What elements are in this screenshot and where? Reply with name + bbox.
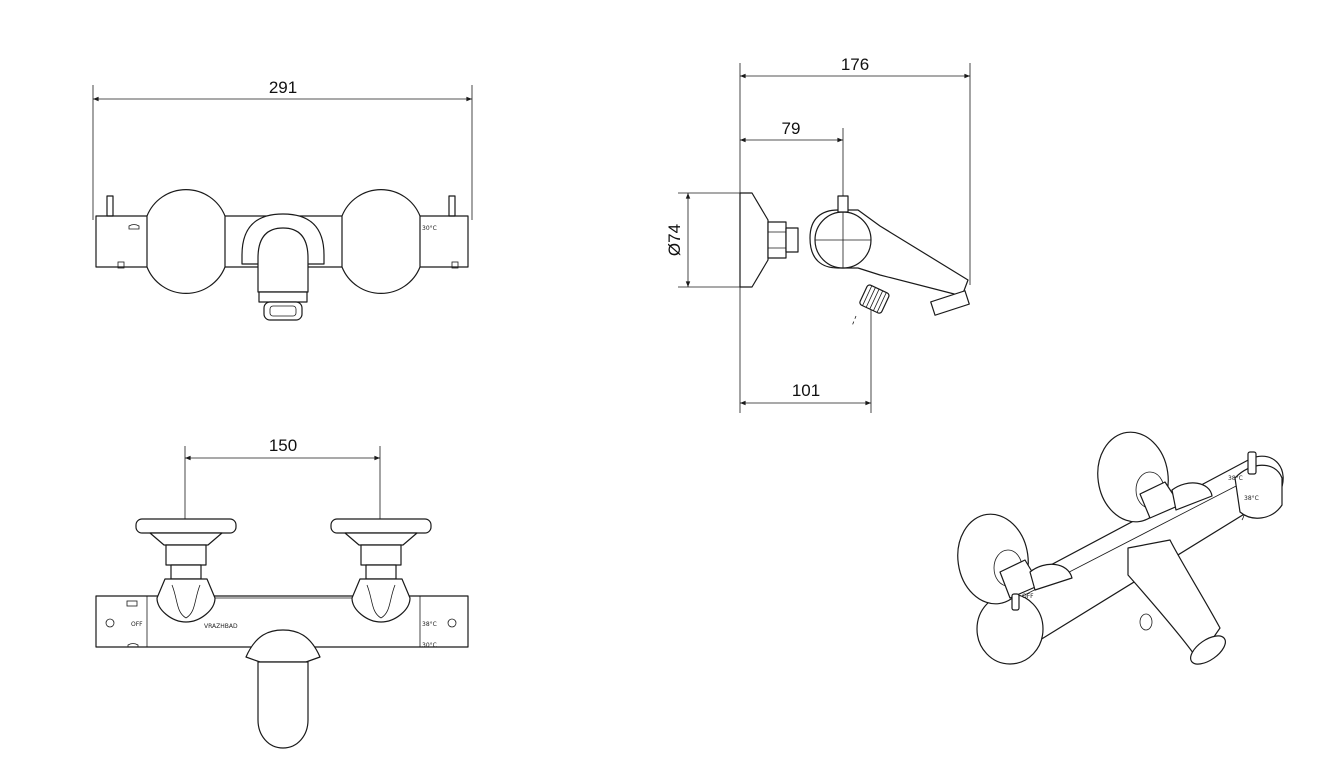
side-view: 176 79 Ø74 101	[665, 55, 971, 413]
iso-temp-1: 38°C	[1228, 475, 1243, 482]
dim-label-150: 150	[269, 436, 297, 455]
dimension-side-101: 101	[740, 300, 872, 413]
dimension-bottom-150: 150	[184, 436, 381, 560]
pin-right	[448, 195, 456, 217]
spout-bottom	[257, 661, 309, 749]
isometric-view: 38°C 38°C OFF	[957, 431, 1284, 665]
temp-mark-front: 30°C	[422, 225, 437, 232]
dimension-front-width: 291	[92, 78, 473, 220]
screw-left	[105, 618, 115, 628]
bath-icon	[126, 600, 138, 607]
wall-connector-left	[135, 518, 237, 623]
spout-aerator	[263, 301, 303, 321]
bottom-view: 150	[95, 436, 469, 749]
shower-icon	[128, 224, 140, 230]
iso-off: OFF	[1022, 593, 1034, 600]
iso-end-cap	[976, 593, 1044, 665]
off-label: OFF	[131, 621, 143, 628]
side-pin	[837, 195, 849, 213]
spout-end-side	[930, 290, 970, 316]
spout-bottom-collar	[245, 629, 321, 663]
front-view: 291 30°C	[92, 78, 473, 321]
spout-aerator-ring	[258, 291, 308, 303]
wall-disc-right	[341, 189, 421, 294]
iso-spout-outlet	[1190, 635, 1226, 665]
temp-mark-bottom-sub: 30°C	[422, 642, 437, 649]
dim-label-291: 291	[269, 78, 297, 97]
iso-hose-outlet	[1139, 613, 1153, 631]
spout	[257, 227, 309, 293]
dimension-side-176: 176	[739, 55, 971, 413]
dim-label-diameter: Ø74	[665, 224, 684, 256]
connector	[785, 227, 799, 253]
iso-end-cap-right	[1234, 464, 1283, 519]
dim-label-101: 101	[792, 381, 820, 400]
shower-icon-bottom	[127, 643, 139, 648]
union-nut	[767, 221, 787, 259]
screw-right	[447, 618, 457, 628]
wall-disc-side	[739, 192, 769, 288]
dim-label-176: 176	[841, 55, 869, 74]
iso-pin	[1247, 451, 1257, 475]
dimension-side-diameter: Ø74	[665, 192, 740, 288]
dimension-side-79: 79	[740, 119, 844, 196]
wall-connector-right	[330, 518, 432, 623]
brand-label: VRAZHBAD	[204, 623, 238, 630]
temp-mark-bottom-main: 38°C	[422, 621, 437, 628]
dim-label-79: 79	[782, 119, 801, 138]
wall-disc-left	[146, 189, 226, 294]
iso-temp-2: 38°C	[1244, 495, 1259, 502]
iso-pin-left	[1011, 593, 1020, 611]
hose-outlet	[859, 284, 890, 314]
pin-left	[106, 195, 114, 217]
